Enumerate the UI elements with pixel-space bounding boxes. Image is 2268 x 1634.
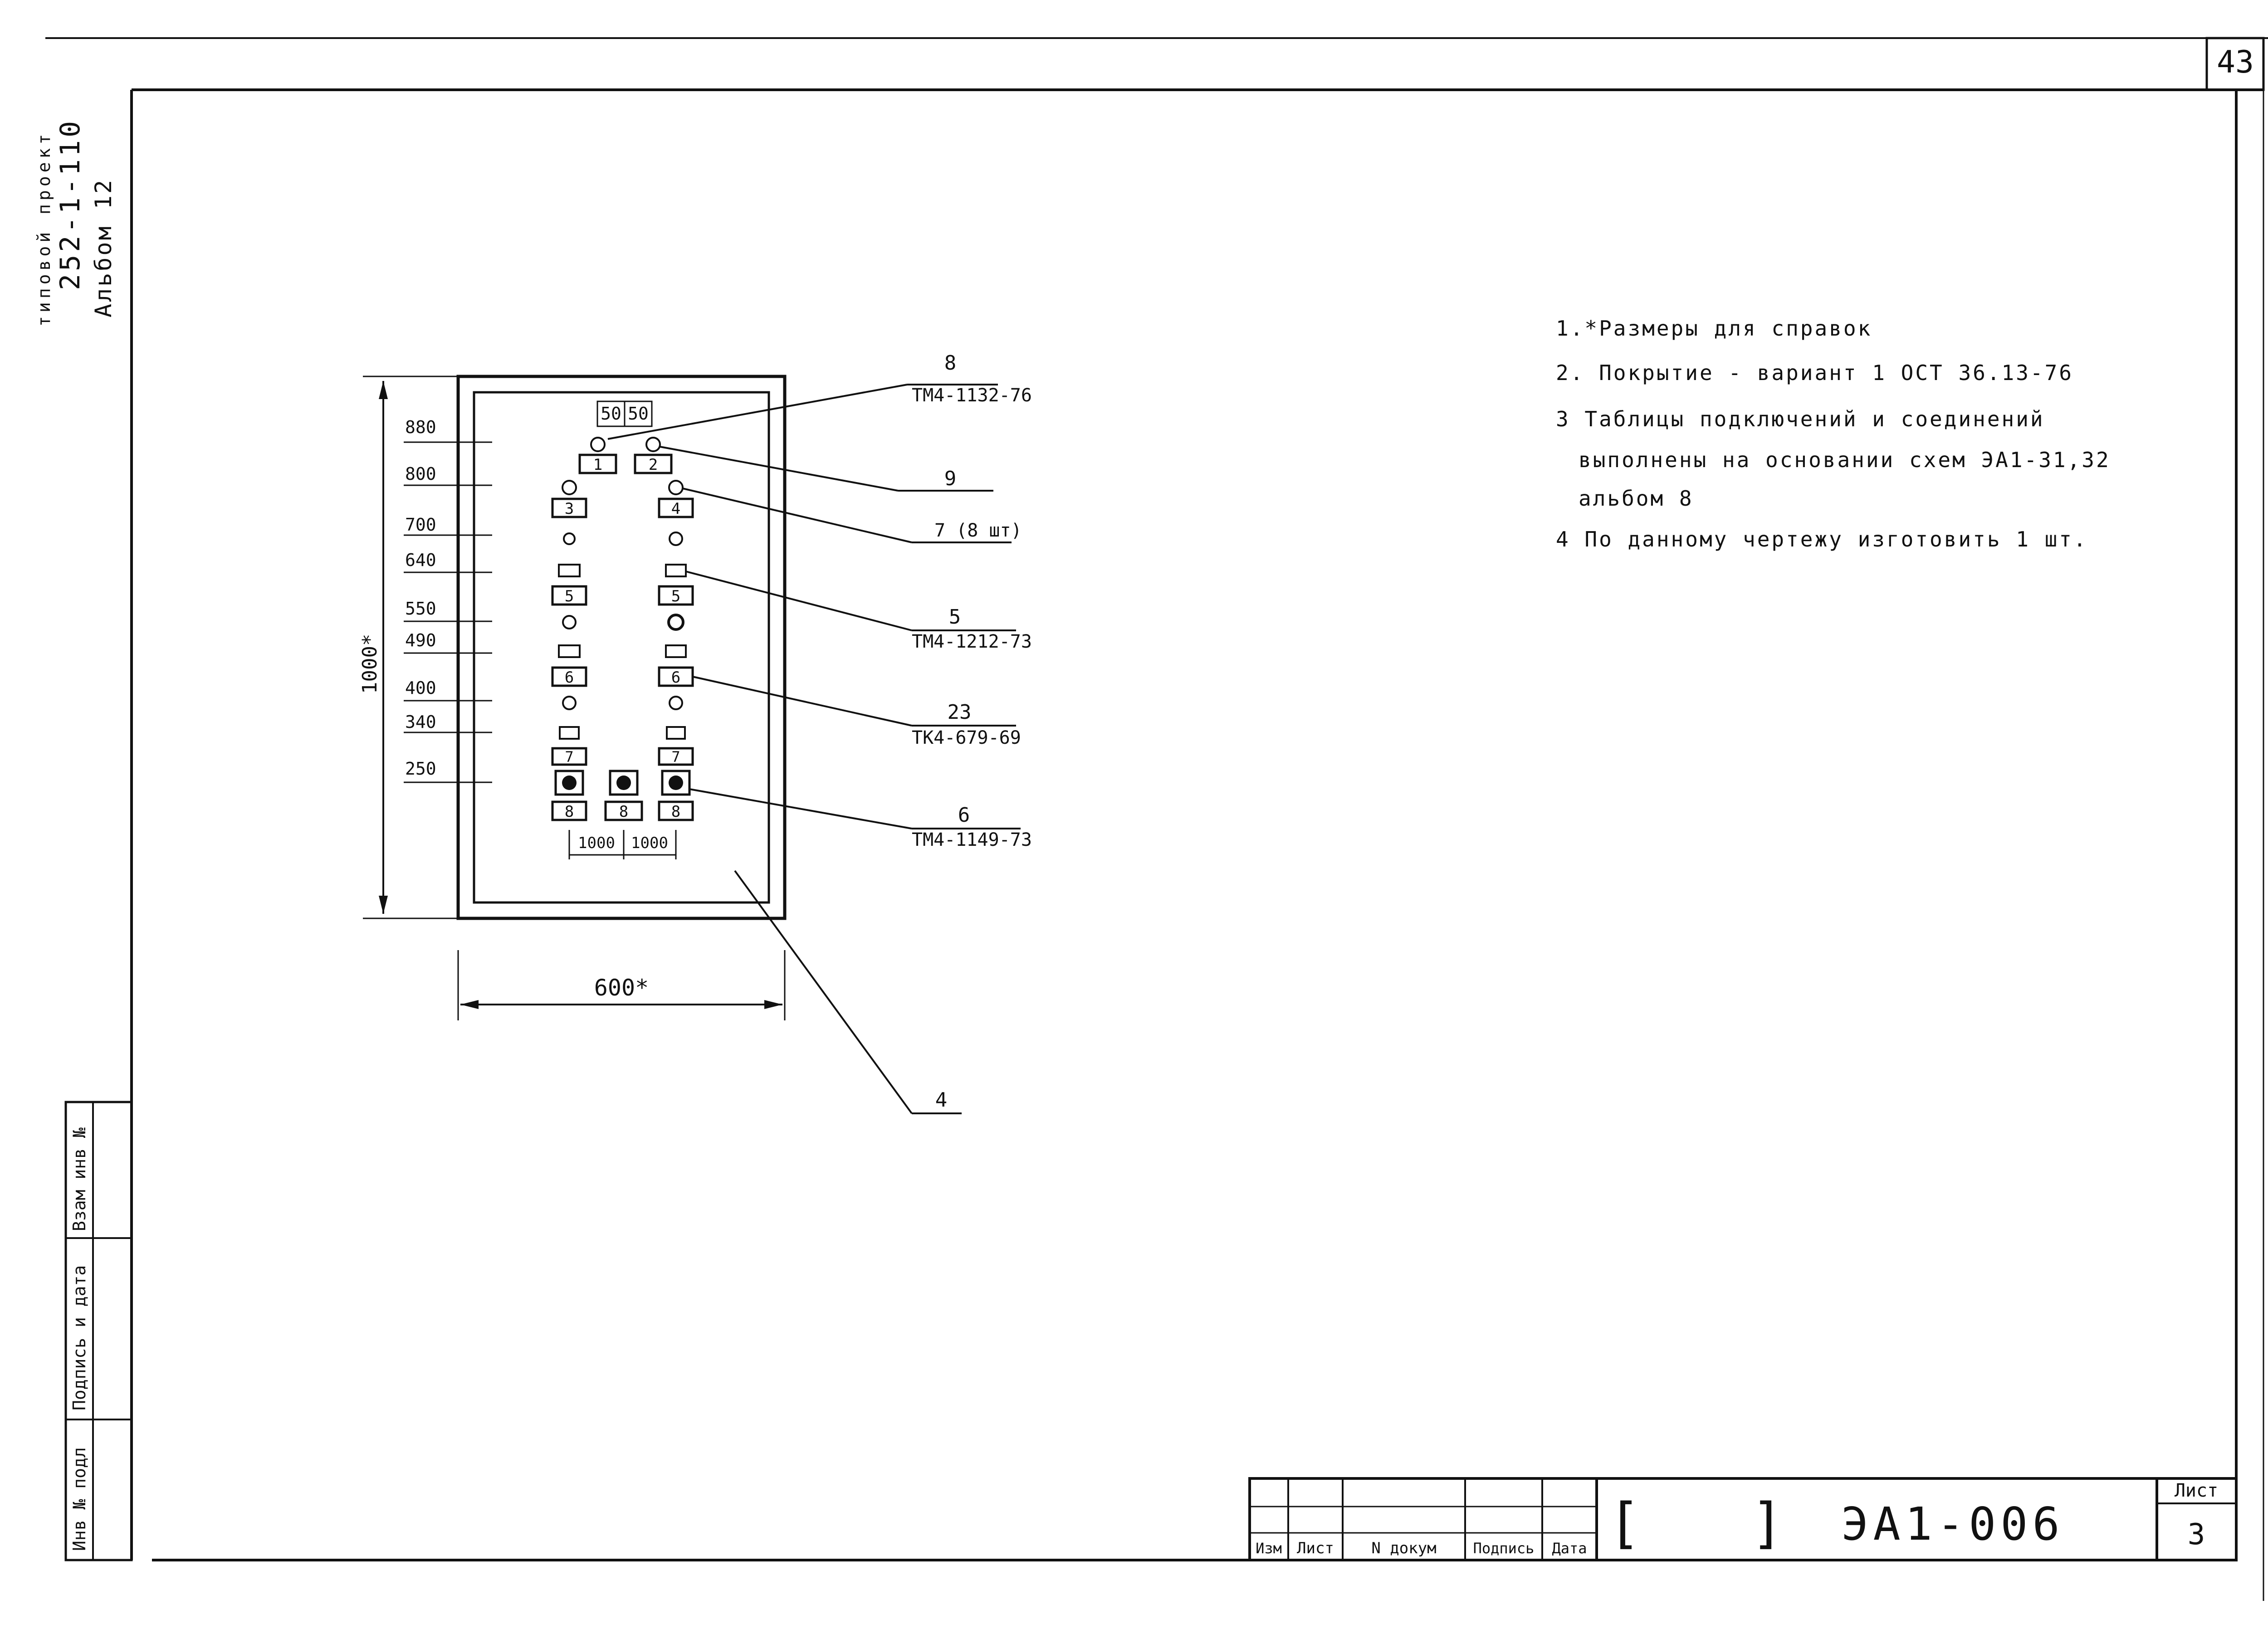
sheet-frame bbox=[45, 37, 2268, 1601]
callout-4-num: 4 bbox=[935, 1088, 948, 1112]
dim-700: 700 bbox=[405, 515, 436, 535]
bottom-dim-left: 1000 bbox=[578, 834, 615, 852]
note-4: 4 По данному чертежу изготовить 1 шт. bbox=[1556, 527, 2088, 551]
right-box-label-7: 7 bbox=[671, 748, 680, 766]
callout-9-num: 9 bbox=[944, 467, 957, 490]
callout-23-num: 23 bbox=[948, 701, 972, 724]
title-col-sign: Подпись bbox=[1473, 1540, 1535, 1557]
callout-23-doc: ТК4-679-69 bbox=[912, 727, 1021, 748]
left-device-column: 3 5 6 7 8 bbox=[551, 480, 587, 821]
top-dim-right: 50 bbox=[628, 404, 649, 424]
title-col-date: Дата bbox=[1552, 1540, 1587, 1557]
side-table-inv-no-orig: Инв № подл bbox=[69, 1447, 89, 1551]
side-table-replace-inv: Взам инв № bbox=[69, 1127, 89, 1231]
callout-7-num: 7 (8 шт) bbox=[934, 520, 1022, 541]
note-3: 3 Таблицы подключений и соединений bbox=[1556, 407, 2045, 431]
height-dimension: 1000* bbox=[358, 634, 381, 694]
notes: 1.*Размеры для справок 2. Покрытие - вар… bbox=[1556, 316, 2111, 551]
side-stamp-line2: 252-1-110 bbox=[54, 118, 86, 290]
panel-inner bbox=[473, 391, 770, 904]
title-bracket-right: ] bbox=[1751, 1492, 1784, 1555]
sheet-corner-number: 43 bbox=[2217, 44, 2254, 80]
dim-640: 640 bbox=[405, 550, 436, 570]
side-stamp-line3: Альбом 12 bbox=[90, 178, 117, 317]
left-box-label-6: 6 bbox=[565, 668, 574, 687]
dim-800: 800 bbox=[405, 464, 436, 484]
callout-8-num: 8 bbox=[944, 351, 957, 375]
top-dim-left: 50 bbox=[601, 404, 621, 424]
dim-340: 340 bbox=[405, 712, 436, 732]
callout-5-doc: ТМ4-1212-73 bbox=[912, 631, 1032, 652]
width-dimension: 600* bbox=[594, 975, 649, 1001]
callout-5-num: 5 bbox=[949, 605, 961, 629]
callout-6-num: 6 bbox=[958, 804, 970, 827]
callout-6-doc: ТМ4-1149-73 bbox=[912, 829, 1032, 850]
title-sheet-label: Лист bbox=[2175, 1480, 2218, 1501]
note-2: 2. Покрытие - вариант 1 ОСТ 36.13-76 bbox=[1556, 361, 2073, 385]
title-designation: ЭА1-006 bbox=[1841, 1497, 2064, 1551]
bottom-dim-right: 1000 bbox=[631, 834, 668, 852]
callout-8-doc: ТМ4-1132-76 bbox=[912, 385, 1032, 406]
note-3-cont2: альбом 8 bbox=[1579, 486, 1694, 511]
dim-400: 400 bbox=[405, 678, 436, 698]
title-sheet-number: 3 bbox=[2188, 1518, 2205, 1551]
right-device-column: 4 5 6 7 8 bbox=[658, 480, 694, 821]
title-col-doc: N докум bbox=[1371, 1539, 1436, 1557]
dim-550: 550 bbox=[405, 599, 436, 619]
panel-outer bbox=[456, 375, 787, 920]
title-block: Изм Лист N докум Подпись Дата [ ] ЭА1-00… bbox=[1248, 1477, 2238, 1561]
side-table-sign-date: Подпись и дата bbox=[69, 1265, 89, 1410]
note-3-cont: выполнены на основании схем ЭА1-31,32 bbox=[1579, 448, 2111, 472]
box-label-1: 1 bbox=[593, 456, 602, 474]
title-bracket-left: [ bbox=[1608, 1492, 1641, 1555]
side-stamp: типовой проект 252-1-110 Альбом 12 bbox=[34, 118, 117, 327]
side-table: Инв № подл Подпись и дата Взам инв № bbox=[64, 1101, 133, 1561]
dim-880: 880 bbox=[405, 417, 436, 437]
panel-drawing: 1000* 600* 880 800 700 640 550 490 400 3… bbox=[358, 375, 787, 1020]
left-box-label-8: 8 bbox=[565, 803, 574, 821]
left-box-label-3: 3 bbox=[565, 500, 574, 518]
dim-490: 490 bbox=[405, 630, 436, 650]
right-box-label-4: 4 bbox=[671, 500, 680, 518]
note-1: 1.*Размеры для справок bbox=[1556, 316, 1872, 341]
callout-leaders bbox=[607, 384, 1021, 1114]
left-box-label-5: 5 bbox=[565, 587, 574, 605]
center-box-label-8: 8 bbox=[619, 803, 628, 821]
box-label-2: 2 bbox=[649, 456, 658, 474]
side-stamp-line1: типовой проект bbox=[34, 131, 54, 327]
dim-250: 250 bbox=[405, 759, 436, 779]
left-box-label-7: 7 bbox=[565, 748, 573, 766]
left-dimension-labels: 880 800 700 640 550 490 400 340 250 bbox=[404, 417, 492, 783]
right-box-label-6: 6 bbox=[671, 668, 680, 687]
right-box-label-8: 8 bbox=[671, 803, 680, 821]
callouts: 8 ТМ4-1132-76 9 7 (8 шт) 5 ТМ4-1212-73 2… bbox=[912, 351, 1032, 1112]
right-box-label-5: 5 bbox=[671, 587, 680, 605]
title-col-list: Лист bbox=[1297, 1539, 1334, 1557]
title-col-izm: Изм bbox=[1256, 1540, 1282, 1557]
